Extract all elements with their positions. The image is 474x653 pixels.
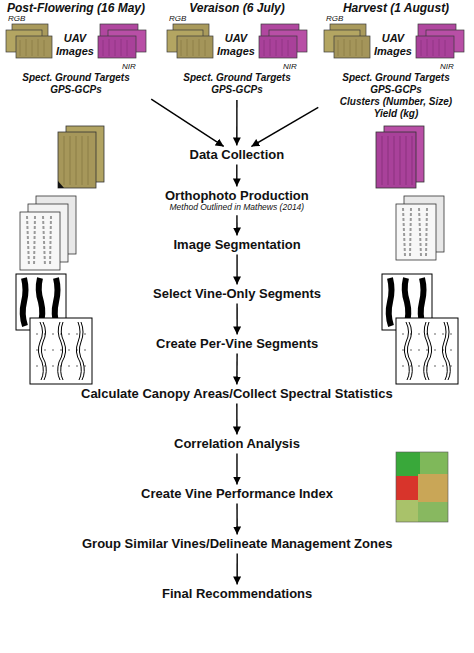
image-type-label: RGB: [169, 14, 186, 23]
nir-orthophoto: [376, 132, 416, 188]
rgb-orthophoto: [58, 132, 96, 188]
uav-thumbnails: [324, 24, 464, 58]
map-border: [396, 452, 448, 522]
uav-thumbnails: [167, 24, 307, 58]
stage-heading: Harvest (1 August): [320, 2, 472, 16]
map-zone: [396, 452, 420, 476]
flow-arrow: [236, 503, 238, 534]
data-item: GPS-GCPs: [163, 84, 311, 96]
flow-arrow: [151, 99, 223, 146]
process-step: Select Vine-Only Segments: [153, 287, 321, 302]
step-label: Create Per-Vine Segments: [156, 337, 318, 352]
step-label: Group Similar Vines/Delineate Management…: [82, 537, 392, 552]
image-caption: UAV Images: [213, 32, 259, 57]
process-step: Image Segmentation: [174, 238, 301, 253]
step-label: Select Vine-Only Segments: [153, 287, 321, 302]
flow-arrow: [251, 107, 318, 146]
data-item: Yield (kg): [320, 108, 472, 120]
per-vine-segments: [36, 322, 86, 380]
data-item: GPS-GCPs: [320, 84, 472, 96]
process-step: Calculate Canopy Areas/Collect Spectral …: [81, 387, 393, 402]
per-vine-left: [30, 318, 92, 384]
segment-texture: [27, 216, 51, 266]
step-label: Calculate Canopy Areas/Collect Spectral …: [81, 387, 393, 402]
performance-map: [396, 452, 448, 522]
flow-arrow: [236, 303, 237, 334]
segmented-images-right: [396, 196, 444, 260]
flow-arrow: [236, 553, 237, 584]
process-step: Final Recommendations: [162, 587, 312, 602]
data-item: Spect. Ground Targets: [2, 72, 150, 84]
image-type-label: NIR: [122, 62, 136, 71]
flow-arrow: [236, 254, 237, 284]
data-item: Spect. Ground Targets: [320, 72, 472, 84]
flow-arrow: [236, 453, 237, 484]
data-item: Clusters (Number, Size): [320, 96, 472, 108]
map-zone: [418, 474, 448, 502]
map-zone: [418, 502, 448, 522]
segmented-image: [20, 212, 60, 270]
segment-texture: [403, 208, 427, 256]
per-vine-right: [396, 318, 458, 384]
data-item: Spect. Ground Targets: [163, 72, 311, 84]
map-zone: [396, 452, 448, 522]
flow-arrow: [236, 215, 237, 235]
map-zone: [396, 476, 418, 500]
stage-heading: Veraison (6 July): [163, 2, 311, 16]
step-label: Correlation Analysis: [174, 437, 300, 452]
flow-arrow: [236, 403, 237, 434]
process-step: Correlation Analysis: [174, 437, 300, 452]
map-zone: [396, 500, 418, 522]
image-type-label: NIR: [283, 62, 297, 71]
image-type-label: RGB: [8, 14, 25, 23]
stage-column: Harvest (1 August)RGB UAV ImagesNIRSpect.…: [320, 2, 472, 122]
step-label: Data Collection: [190, 148, 285, 163]
stage-column: Veraison (6 July)RGB UAV ImagesNIRSpect. …: [163, 2, 311, 98]
flow-arrow: [236, 100, 237, 146]
uav-thumbnails: [6, 24, 146, 58]
process-step: Create Per-Vine Segments: [156, 337, 318, 352]
map-zone: [420, 452, 448, 474]
per-vine-image: [396, 318, 458, 384]
rgb-orthophoto-stack: [58, 126, 104, 188]
step-label: Create Vine Performance Index: [141, 487, 333, 502]
vine-row-lines: [64, 136, 88, 185]
image-corner: [58, 181, 64, 188]
segmented-images-left: [20, 196, 76, 270]
per-vine-segments: [402, 322, 452, 380]
process-step: Data Collection: [190, 148, 285, 163]
data-item: GPS-GCPs: [2, 84, 150, 96]
process-step: Group Similar Vines/Delineate Management…: [82, 537, 392, 552]
flow-arrow: [236, 353, 238, 384]
stage-column: Post-Flowering (16 May)RGB UAV ImagesNIRS…: [2, 2, 150, 98]
stage-heading: Post-Flowering (16 May): [2, 2, 150, 16]
image-caption: UAV Images: [52, 32, 98, 57]
nir-orthophoto-stack: [376, 126, 424, 188]
step-label: Image Segmentation: [174, 238, 301, 253]
step-label: Final Recommendations: [162, 587, 312, 602]
image-type-label: NIR: [440, 62, 454, 71]
segmented-image: [396, 204, 436, 260]
per-vine-image: [30, 318, 92, 384]
image-caption: UAV Images: [370, 32, 416, 57]
step-label: Orthophoto Production: [165, 189, 309, 204]
process-step: Orthophoto ProductionMethod Outlined in …: [165, 189, 309, 214]
vine-row-lines: [382, 136, 412, 185]
flow-arrow: [236, 164, 237, 186]
image-type-label: RGB: [326, 14, 343, 23]
step-note: Method Outlined in Mathews (2014): [165, 203, 309, 213]
process-step: Create Vine Performance Index: [141, 487, 333, 502]
